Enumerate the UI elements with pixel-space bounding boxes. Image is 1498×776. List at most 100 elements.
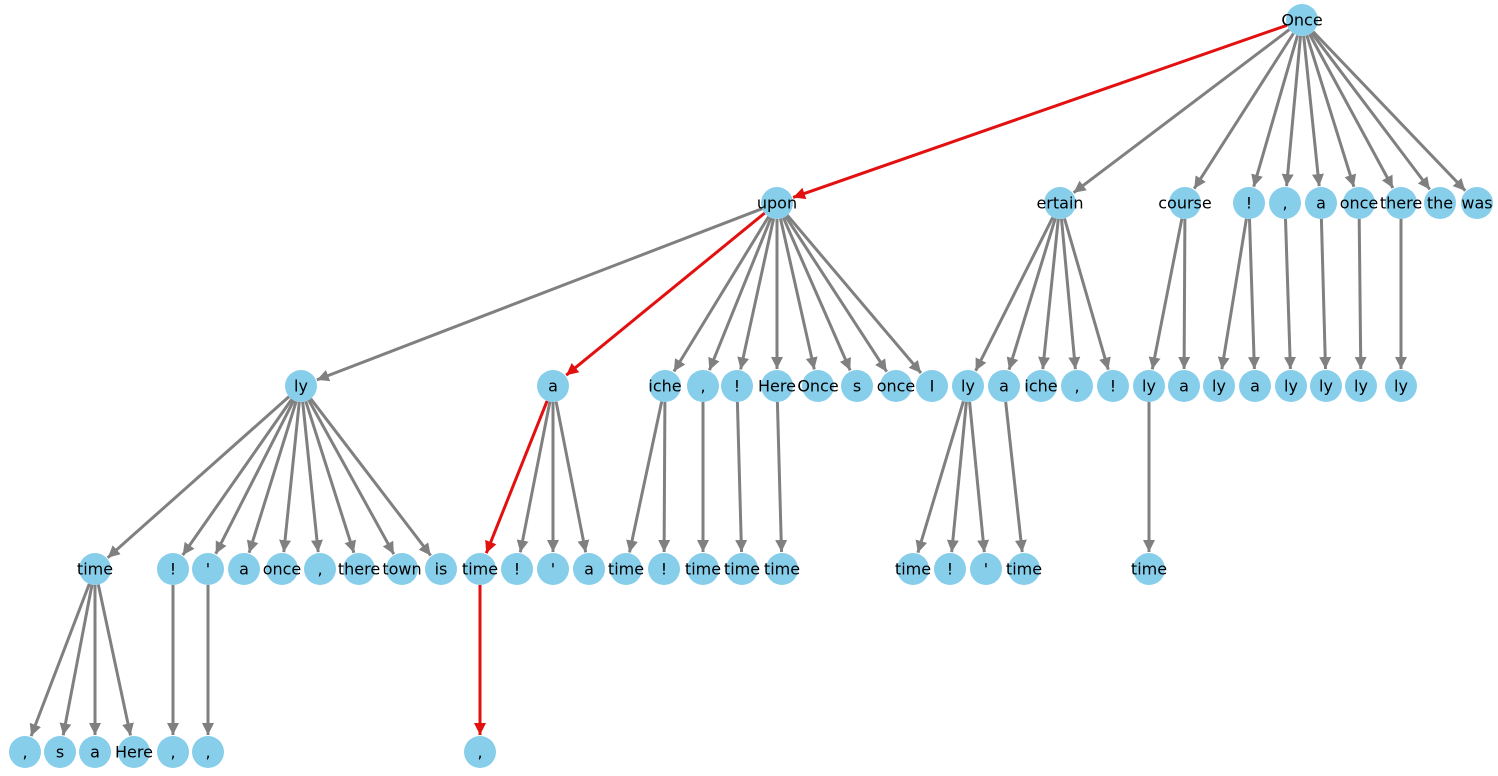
node-circle	[464, 553, 496, 585]
node-circle	[192, 553, 224, 585]
node-circle	[386, 553, 418, 585]
node-label: '	[984, 560, 988, 579]
tree-node: ,	[304, 553, 336, 585]
node-circle	[841, 370, 873, 402]
node-circle	[1343, 187, 1375, 219]
node-circle	[228, 553, 260, 585]
node-label: town	[382, 560, 421, 579]
edge	[1192, 32, 1295, 190]
node-circle	[118, 736, 150, 768]
node-label: time	[895, 560, 931, 579]
node-circle	[726, 553, 758, 585]
tree-node: I	[916, 370, 948, 402]
node-label: the	[1427, 194, 1453, 213]
edge	[735, 401, 748, 553]
node-label: ly	[1142, 377, 1156, 396]
tree-node: !	[501, 553, 533, 585]
node-circle	[1008, 553, 1040, 585]
tree-node: !	[648, 553, 680, 585]
node-circle	[761, 187, 793, 219]
node-label: ,	[1074, 377, 1079, 396]
edge	[1302, 35, 1324, 187]
edge	[307, 399, 396, 555]
edge	[708, 217, 773, 371]
node-label: a	[1179, 377, 1189, 396]
node-circle	[952, 370, 984, 402]
tree-node: a	[228, 553, 260, 585]
node-circle	[537, 370, 569, 402]
node-circle	[802, 370, 834, 402]
tree-node: time	[685, 553, 721, 585]
tree-node: s	[841, 370, 873, 402]
node-label: Once	[797, 377, 838, 396]
edge	[106, 395, 290, 559]
tree-node: once	[1340, 187, 1379, 219]
node-label: a	[999, 377, 1009, 396]
tree-node: ertain	[1036, 187, 1084, 219]
node-circle	[1097, 370, 1129, 402]
edge	[1178, 218, 1191, 370]
tree-node: town	[382, 553, 422, 585]
node-label: ,	[170, 743, 175, 762]
edge	[658, 401, 671, 553]
tree-node: iche	[1024, 370, 1058, 402]
node-label: ly	[961, 377, 975, 396]
node-circle	[1286, 4, 1318, 36]
tree-node: time	[1131, 553, 1167, 585]
node-label: time	[77, 560, 113, 579]
node-circle	[649, 370, 681, 402]
node-label: !	[1246, 194, 1252, 213]
node-circle	[79, 553, 111, 585]
edge	[1354, 218, 1367, 370]
node-circle	[1461, 187, 1493, 219]
tree-node: the	[1424, 187, 1456, 219]
node-circle	[1305, 187, 1337, 219]
node-label: a	[1316, 194, 1326, 213]
edge	[304, 400, 356, 554]
tree-node: ly	[1345, 370, 1377, 402]
node-circle	[285, 370, 317, 402]
node-circle	[44, 736, 76, 768]
edge	[782, 217, 852, 372]
node-label: was	[1461, 194, 1492, 213]
node-circle	[1025, 370, 1057, 402]
node-circle	[761, 370, 793, 402]
node-label: I	[930, 377, 935, 396]
node-circle	[266, 553, 298, 585]
tree-node: ly	[1310, 370, 1342, 402]
node-circle	[721, 370, 753, 402]
node-label: ,	[700, 377, 705, 396]
node-circle	[573, 553, 605, 585]
edge	[1312, 30, 1467, 192]
edge	[737, 218, 776, 370]
tree-node: was	[1461, 187, 1493, 219]
node-circle	[610, 553, 642, 585]
node-label: Here	[758, 377, 796, 396]
node-circle	[304, 553, 336, 585]
tree-node: time	[77, 553, 113, 585]
node-label: !	[947, 560, 953, 579]
node-label: a	[548, 377, 558, 396]
node-label: !	[170, 560, 176, 579]
node-circle	[970, 553, 1002, 585]
node-circle	[1044, 187, 1076, 219]
edge	[1063, 217, 1111, 371]
tree-node: !	[721, 370, 753, 402]
tree-node: there	[338, 553, 380, 585]
node-circle	[1424, 187, 1456, 219]
node-label: is	[435, 560, 448, 579]
node-label: once	[263, 560, 302, 579]
edge	[672, 215, 770, 373]
node-label: ,	[317, 560, 322, 579]
node-label: ertain	[1036, 194, 1083, 213]
node-label: once	[1340, 194, 1379, 213]
edge	[1038, 218, 1060, 370]
node-circle	[1168, 370, 1200, 402]
node-label: !	[1110, 377, 1116, 396]
node-circle	[1169, 187, 1201, 219]
edge	[29, 583, 91, 737]
node-label: !	[514, 560, 520, 579]
node-label: a	[1250, 377, 1260, 396]
